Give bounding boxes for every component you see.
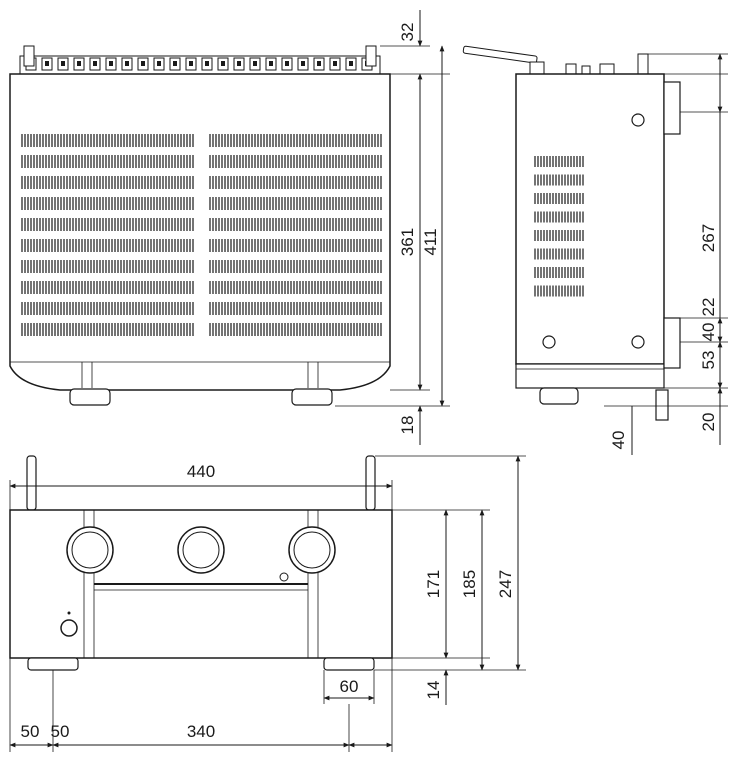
dim-front-14: 14 [424, 681, 443, 700]
knob-right [288, 526, 336, 574]
dim-top-depth-body: 361 [398, 228, 417, 256]
dim-front-340: 340 [187, 722, 215, 741]
knob-center [177, 526, 225, 574]
front-antenna-right [365, 455, 376, 511]
dim-side-22: 22 [699, 298, 718, 317]
front-foot-left [27, 657, 79, 671]
side-view: 267 22 40 53 20 40 [462, 45, 728, 455]
dim-front-50-left: 50 [21, 722, 40, 741]
dim-front-50-right: 50 [51, 722, 70, 741]
vent-grille-side [534, 156, 584, 297]
dim-side-267: 267 [699, 224, 718, 252]
dim-side-53: 53 [699, 351, 718, 370]
rear-terminals [19, 45, 381, 75]
front-antenna-left [26, 455, 37, 511]
dim-side-20: 20 [699, 413, 718, 432]
top-body-outline [9, 73, 391, 391]
vent-grille-left [21, 134, 194, 336]
headphone-jack-icon [60, 619, 78, 637]
side-handle-top [663, 81, 681, 135]
dim-front-185: 185 [460, 570, 479, 598]
dim-front-171: 171 [424, 570, 443, 598]
dim-front-width: 440 [187, 462, 215, 481]
dim-top-feet: 18 [398, 416, 417, 435]
foot-left [69, 388, 111, 406]
screw-icon [542, 335, 556, 349]
dim-side-40-bottom: 40 [609, 431, 628, 450]
front-view: 440 171 185 247 14 60 50 50 340 [9, 455, 526, 752]
top-view: 32 361 411 18 [9, 10, 450, 445]
dim-top-depth-total: 411 [421, 228, 440, 255]
vent-grille-right [209, 134, 382, 336]
side-antenna [462, 45, 538, 64]
screw-icon [631, 335, 645, 349]
screw-icon [631, 113, 645, 127]
side-handle-bottom [663, 317, 681, 369]
small-button-icon [279, 572, 289, 582]
dim-top-antenna: 32 [398, 23, 417, 42]
dim-front-247: 247 [496, 570, 515, 598]
knob-left [66, 526, 114, 574]
side-foot [539, 387, 579, 405]
front-foot-right [323, 657, 375, 671]
foot-right [291, 388, 333, 406]
dim-front-60: 60 [340, 677, 359, 696]
dim-side-40: 40 [699, 323, 718, 342]
